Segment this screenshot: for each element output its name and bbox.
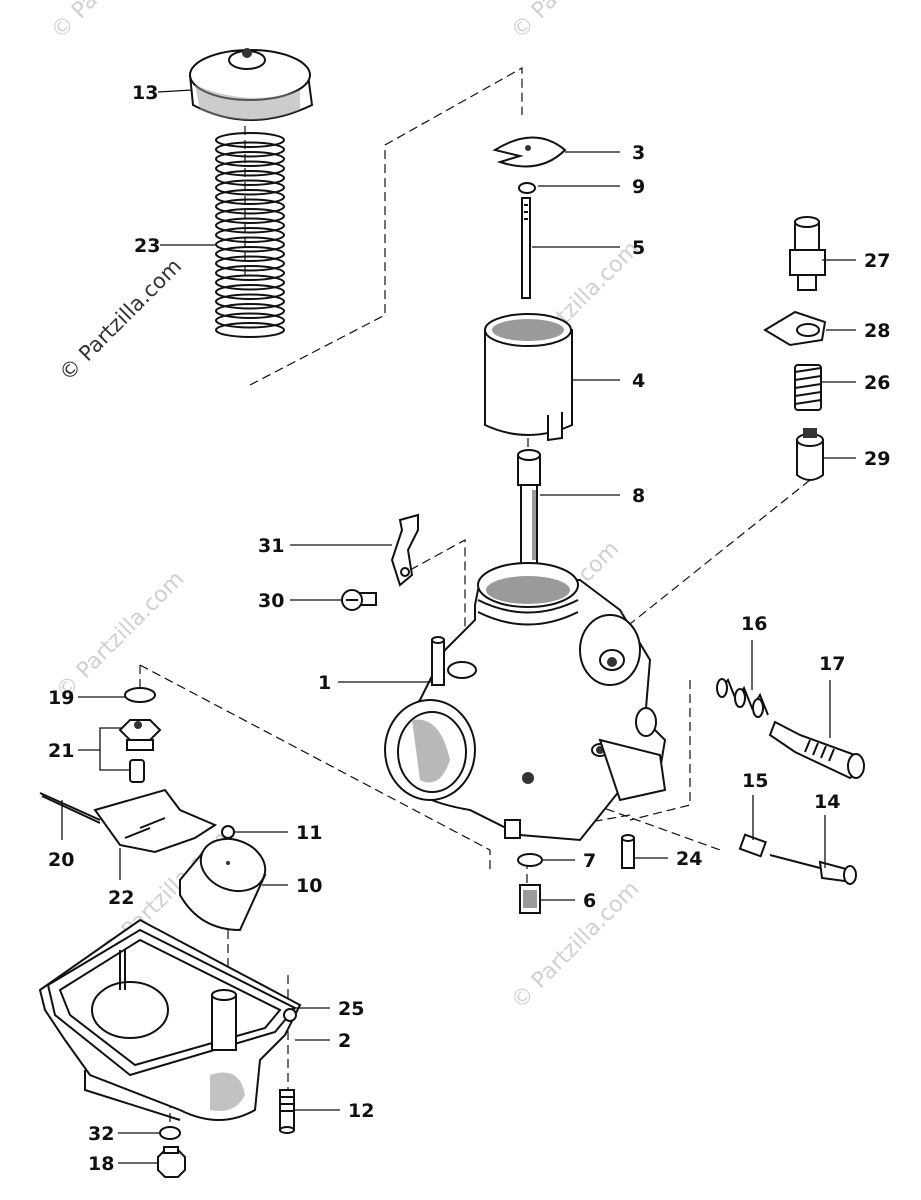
callout-leaders [61,89,856,1164]
callout-13: 13 [132,82,158,104]
callout-29: 29 [864,448,890,470]
part-bracket-screw [341,589,377,611]
part-fitting [789,216,826,291]
part-main-jet [519,884,541,914]
part-clip [518,182,536,194]
spring-coil [215,293,285,310]
callout-31: 31 [258,535,284,557]
watermark: © Partzilla.com [47,0,185,44]
part-o-ring [124,687,156,703]
callout-19: 19 [48,687,74,709]
callout-16: 16 [741,613,767,635]
spring-coil [215,284,285,300]
callout-18: 18 [88,1153,114,1175]
callout-4: 4 [632,370,645,392]
spring-coil [215,208,285,224]
callout-7: 7 [583,850,596,872]
spring-coil [215,198,285,215]
callout-30: 30 [258,590,284,612]
callout-32: 32 [88,1123,114,1145]
callout-15: 15 [742,770,768,792]
callout-12: 12 [348,1100,374,1122]
callout-20: 20 [48,849,74,871]
part-bowl-screw [279,1089,295,1134]
part-spring [215,132,285,338]
callout-9: 9 [632,176,645,198]
spring-coil [215,227,285,243]
part-plate [492,136,567,168]
spring-coil [215,312,285,329]
callout-28: 28 [864,320,890,342]
spring-coil [215,303,285,319]
callout-23: 23 [134,235,160,257]
spring-coil [215,160,285,177]
callout-2: 2 [338,1030,351,1052]
part-gasket [159,1126,181,1140]
watermark: © Partzilla.com [507,0,645,44]
spring-coil [215,179,285,196]
part-carburetor-body [384,562,667,842]
callout-25: 25 [338,998,364,1020]
part-float-pin [39,792,101,824]
callout-6: 6 [583,890,596,912]
part-small-spring [794,364,822,411]
watermark-dark: © Partzilla.com [55,254,187,386]
spring-coil [215,217,285,234]
spring-coil [215,236,285,253]
part-float-pin-cap [221,825,235,839]
part-float-arm [93,788,218,854]
callout-8: 8 [632,485,645,507]
spring-coil [215,189,285,205]
spring-coil [215,274,285,291]
watermark: © Partzilla.com [52,567,190,705]
part-idle-screw [768,720,865,780]
spring-coil [215,170,285,186]
spring-coil [215,151,285,167]
spring-coil [215,322,285,338]
callout-27: 27 [864,250,890,272]
spring-coil [215,132,285,148]
part-needle [521,197,531,299]
callout-26: 26 [864,372,890,394]
part-idle-spring [716,678,769,718]
part-needle-valve [118,719,162,783]
callout-22: 22 [108,887,134,909]
spring-coil [215,246,285,262]
callout-21: 21 [48,740,74,762]
spring-coil [215,265,285,281]
callout-17: 17 [819,653,845,675]
part-cable-bracket [390,513,419,587]
part-needle-jet [517,449,541,566]
callout-5: 5 [632,237,645,259]
part-bracket-plate [763,310,827,347]
callout-24: 24 [676,848,702,870]
part-plunger [796,428,824,481]
callout-3: 3 [632,142,645,164]
callout-10: 10 [296,875,322,897]
part-cap [188,48,314,121]
part-washer [517,853,543,867]
part-pilot-jet [621,834,635,869]
part-throttle-slide [484,313,573,442]
callout-11: 11 [296,822,322,844]
part-float [179,837,267,932]
callout-1: 1 [318,672,331,694]
spring-coil [215,141,285,158]
callout-labels: 13 23 3 9 5 4 8 27 28 26 29 31 30 1 19 2… [48,82,890,1175]
part-air-spring [738,833,768,858]
part-drain-plug [157,1146,186,1178]
callout-14: 14 [814,791,840,813]
part-float-bowl [38,918,302,1121]
part-air-screw [769,854,857,885]
spring-coil [215,255,285,272]
